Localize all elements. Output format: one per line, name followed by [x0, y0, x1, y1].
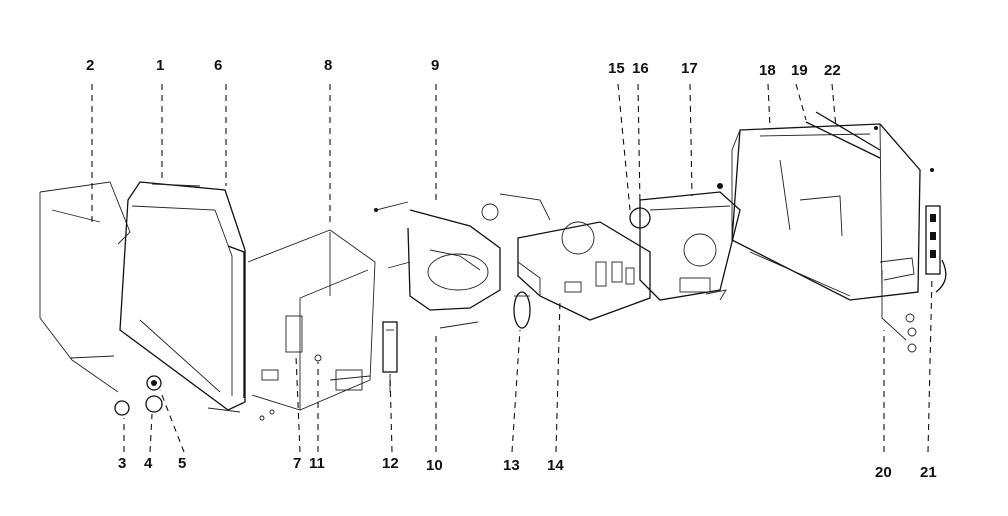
callout-1: 1: [156, 57, 164, 74]
callout-12: 12: [382, 455, 399, 472]
callout-labels: 2 1 6 8 9 15 16 17 18 19 22 3 4 5 7 11 1…: [86, 57, 937, 481]
part-1-front-bezel: [119, 181, 246, 411]
part-20-bracket: [879, 257, 917, 353]
part-6-picture-tube: [207, 229, 376, 413]
part-18-rear-cabinet: [731, 123, 921, 301]
callout-4: 4: [144, 455, 153, 472]
part-13-flyback: [513, 291, 531, 329]
callout-10: 10: [426, 457, 443, 474]
callout-11: 11: [309, 455, 325, 472]
part-19-22-antenna: [805, 111, 934, 172]
callout-17: 17: [681, 60, 698, 77]
callout-5: 5: [178, 455, 186, 472]
callout-19: 19: [791, 62, 808, 79]
callout-8: 8: [324, 57, 332, 74]
callout-22: 22: [824, 62, 841, 79]
part-14-chassis-board: [481, 193, 651, 321]
callout-7: 7: [293, 455, 301, 472]
callout-2: 2: [86, 57, 94, 74]
part-7-11-components: [259, 354, 371, 421]
callout-13: 13: [503, 457, 520, 474]
callout-9: 9: [431, 57, 439, 74]
part-9-yoke-bracket: [374, 201, 501, 329]
callout-15: 15: [608, 60, 625, 77]
callout-3: 3: [118, 455, 126, 472]
callout-20: 20: [875, 464, 892, 481]
callout-18: 18: [759, 62, 776, 79]
callout-6: 6: [214, 57, 222, 74]
callout-21: 21: [920, 464, 937, 481]
leader-lines: [91, 83, 933, 453]
part-21-control-strip: [925, 205, 947, 293]
part-15-16-17-tuner-assembly: [629, 183, 741, 301]
part-2-front-panel: [39, 181, 131, 393]
callout-14: 14: [547, 457, 564, 474]
callout-16: 16: [632, 60, 649, 77]
part-3-4-5-knobs: [114, 375, 163, 416]
